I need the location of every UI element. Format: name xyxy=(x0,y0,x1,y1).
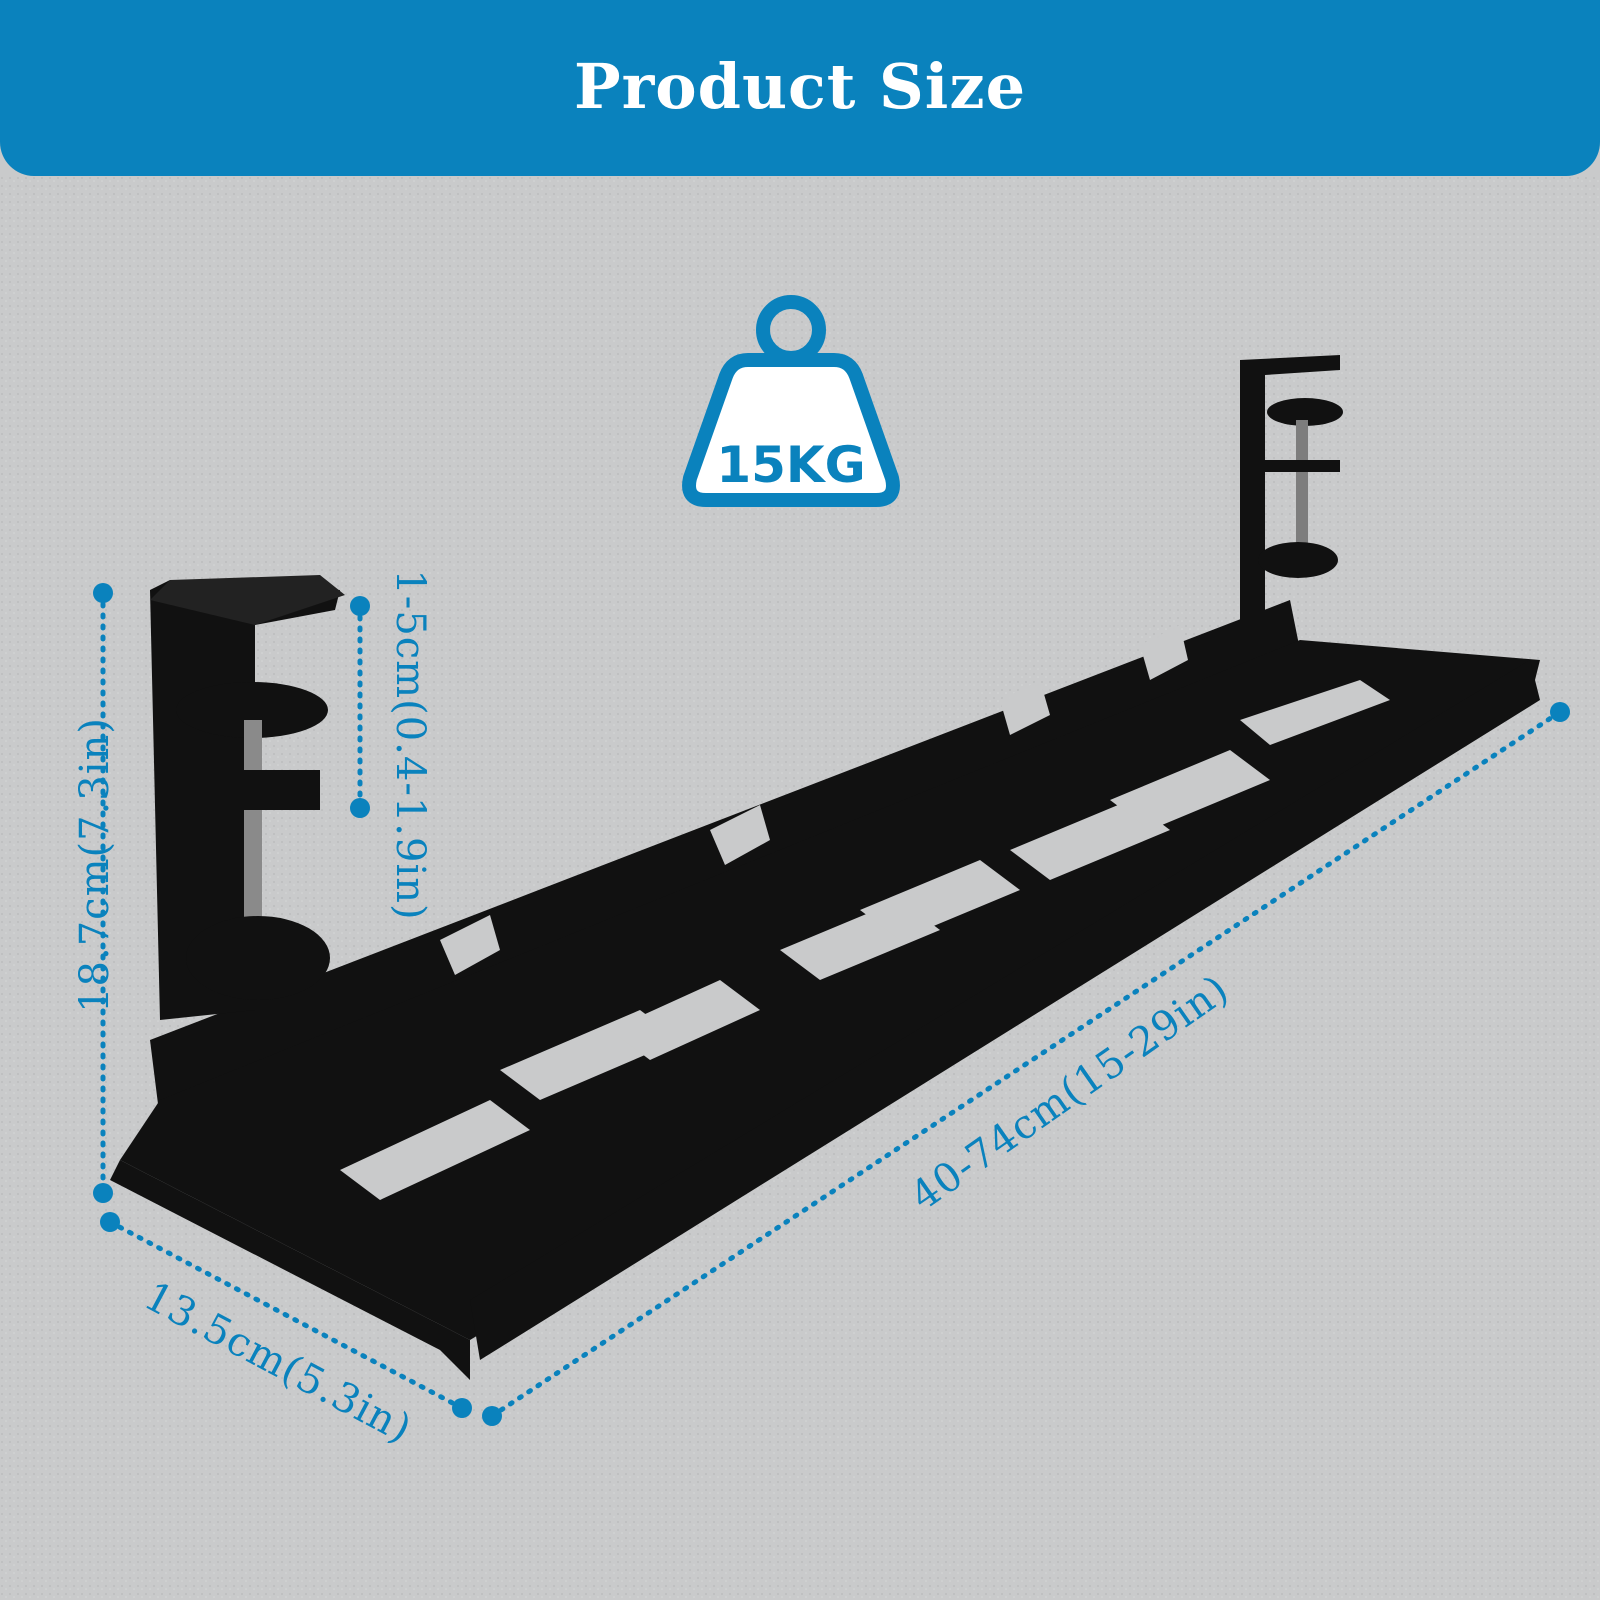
dimension-endpoints xyxy=(93,583,1570,1426)
tray-slots xyxy=(340,625,1390,1200)
height-dimension-label: 18.7cm(7.3in) xyxy=(72,717,118,1013)
right-clamp xyxy=(1240,355,1343,650)
dimension-lines xyxy=(100,590,1563,1419)
clamp-range-dimension-label: 1-5cm(0.4-1.9in) xyxy=(387,569,433,921)
header-banner: Product Size xyxy=(0,0,1600,176)
load-capacity-label: 15KG xyxy=(716,436,865,494)
page-title: Product Size xyxy=(573,49,1027,123)
weight-icon xyxy=(682,295,900,507)
left-clamp xyxy=(150,575,345,1020)
